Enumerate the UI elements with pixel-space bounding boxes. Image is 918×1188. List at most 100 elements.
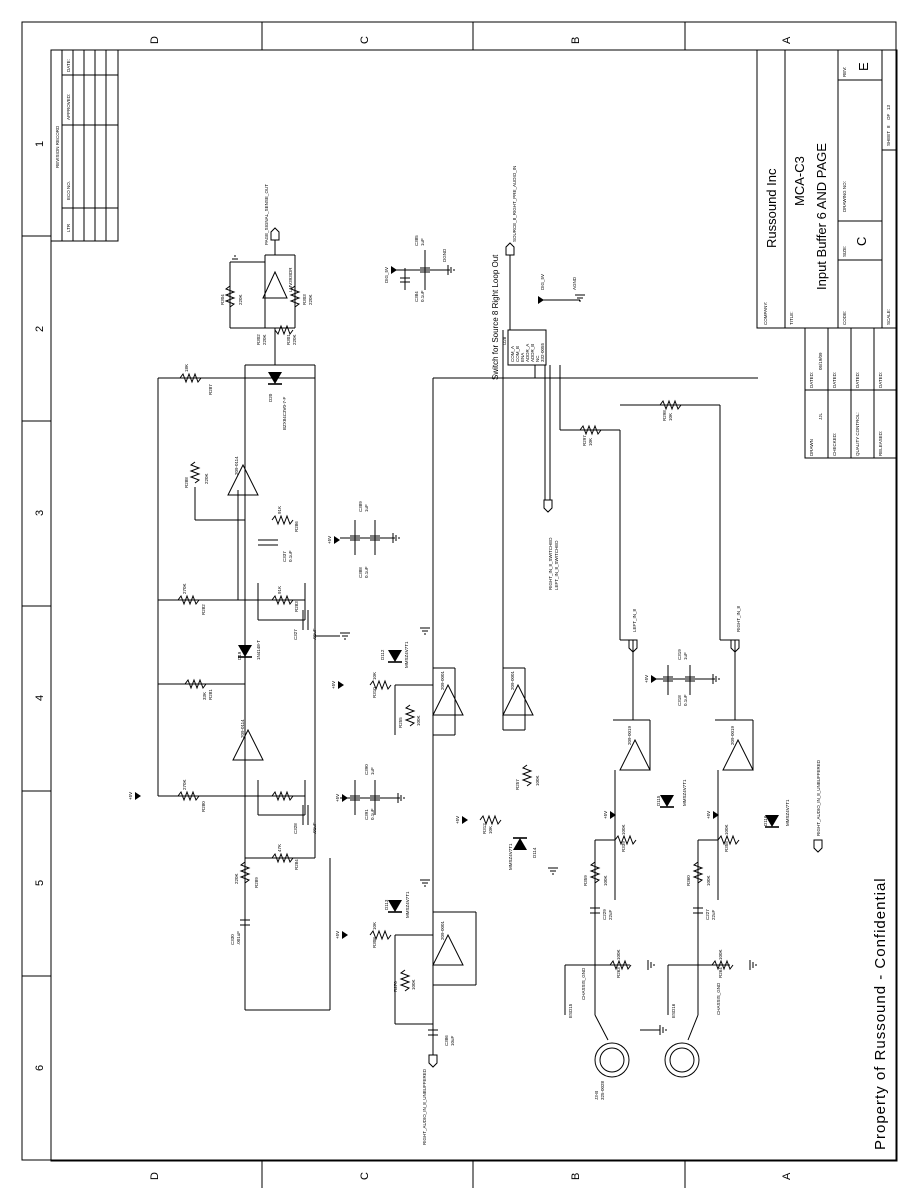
approvals-block: DRAWN JJL DATED: 05/19/09 CHECKED: DATED… [804, 327, 898, 459]
net-dig5v-b: DIG_5V [540, 274, 545, 290]
resistor-r289 [239, 861, 251, 884]
label-r263: R263 [616, 967, 621, 978]
label-esd15: ESD15 [568, 1003, 573, 1018]
zone-top-b: B [570, 37, 582, 44]
rev-value: E [856, 62, 871, 71]
sheet-label: SHEET [886, 131, 891, 146]
power-arrow-icon [342, 931, 348, 939]
net-5v-i: +5V [644, 675, 649, 683]
label-r288-v: 220K [204, 473, 209, 484]
power-arrow-icon [135, 792, 141, 800]
label-r301-v: 220K [292, 334, 297, 345]
label-d20: D20 [268, 393, 273, 402]
label-d20-pn: BZX84C3V0-7-F [282, 396, 287, 430]
resistor-r255 [404, 704, 416, 727]
title-line-1: MCA-C3 [792, 156, 807, 206]
capacitors [240, 250, 715, 1036]
power-arrow-icon [462, 816, 468, 824]
ground-symbol [647, 960, 655, 970]
net-dig5v-a: DIG_5V [384, 267, 389, 283]
label-r360: R360 [686, 875, 691, 886]
connector-switched [543, 499, 553, 513]
cap-c330 [240, 919, 250, 926]
drawn-date: 05/19/09 [818, 352, 823, 370]
label-r263-v: 100K [616, 949, 621, 960]
net-chassis-gnd-1: CHASSIS_GND [581, 967, 586, 1000]
label-r298: R298 [662, 410, 667, 421]
rca-jack-j3b [594, 1042, 700, 1078]
company-label: COMPANY: [763, 302, 768, 325]
zone-bottom-a: A [781, 1172, 793, 1180]
label-r304: R304 [220, 294, 225, 305]
u28-pin-com-b: COM_B [515, 346, 520, 362]
label-r303: R303 [302, 294, 307, 305]
label-esd16: ESD16 [671, 1003, 676, 1018]
label-r270: R270 [393, 981, 398, 992]
label-c328: C328 [293, 823, 298, 834]
label-c327: C327 [293, 629, 298, 640]
zone-left-2: 2 [34, 326, 46, 332]
label-r283-v: 91K [277, 586, 282, 594]
label-r339: R339 [621, 841, 626, 852]
power-arrow-icon [538, 296, 544, 304]
net-right-in: RIGHT_IN_8 [736, 605, 741, 632]
resistor-r301 [274, 324, 294, 336]
label-r310: R310 [372, 687, 377, 698]
ground-symbol [447, 265, 455, 275]
label-c227: C227 [705, 909, 710, 920]
resistor-r280 [177, 790, 200, 802]
label-r280: R280 [201, 801, 206, 812]
u28-pin-nc: NC [535, 355, 540, 362]
ground-symbol [315, 632, 350, 640]
cap-c327 [302, 610, 309, 630]
resistor-r298 [659, 399, 682, 411]
resistor-r264 [711, 959, 734, 971]
label-r302: R302 [256, 334, 261, 345]
label-r264-v: 100K [718, 949, 723, 960]
resistor-r310 [369, 679, 392, 691]
label-r283: R283 [294, 601, 299, 612]
resistor-r339 [614, 834, 637, 846]
power-arrows [135, 266, 719, 939]
cap-c337 [258, 539, 278, 546]
cap-c227 [693, 907, 703, 914]
company-name: Russound Inc [764, 168, 779, 248]
opamp-209-0114-b [232, 728, 264, 761]
resistor-r304 [224, 285, 236, 308]
label-c390-v: 1uF [370, 767, 375, 775]
label-r282: R282 [201, 604, 206, 615]
net-source-out: SOURCE_8_RIGHT_PRE_AUDIO_IN [512, 166, 517, 242]
label-c227-v: 22uF [711, 909, 716, 920]
label-r281: R281 [208, 689, 213, 700]
label-c389: C389 [358, 501, 363, 512]
label-c327-v: .01uF [312, 628, 317, 640]
size-value: C [854, 237, 869, 246]
zone-left-3: 3 [34, 510, 46, 516]
cap-c384 [400, 268, 410, 290]
label-r302-v: 220K [262, 334, 267, 345]
connector-right-unbuffered-2 [813, 839, 823, 853]
rev-col-ltr: LTR [66, 223, 71, 232]
label-r280-v: 270K [182, 779, 187, 790]
label-r255: R255 [398, 717, 403, 728]
label-r303-v: 220K [308, 294, 313, 305]
net-5v-f: +5V [455, 816, 460, 824]
label-d116-pn: MMSZ4V7T1 [785, 799, 790, 826]
label-c229: C229 [602, 909, 607, 920]
resistor-r270 [399, 969, 411, 992]
label-c330-v: .001uF [236, 931, 241, 945]
opamp-209-0001-c [432, 933, 464, 966]
drawn-by: JJL [818, 413, 823, 421]
label-r301: R301 [286, 334, 291, 345]
label-c337-v: 0.1uF [288, 550, 293, 562]
zone-left-1: 1 [34, 141, 46, 147]
label-r312: R312 [482, 823, 487, 834]
label-r310-v: 10K [372, 672, 377, 680]
title-line-2: Input Buffer 6 AND PAGE [814, 143, 829, 290]
label-r297: R297 [582, 435, 587, 446]
ground-symbol [420, 627, 430, 635]
label-r287: R287 [208, 384, 213, 395]
drawing-no-label: DRAWING NO: [842, 181, 847, 212]
ground-symbol [392, 533, 400, 543]
